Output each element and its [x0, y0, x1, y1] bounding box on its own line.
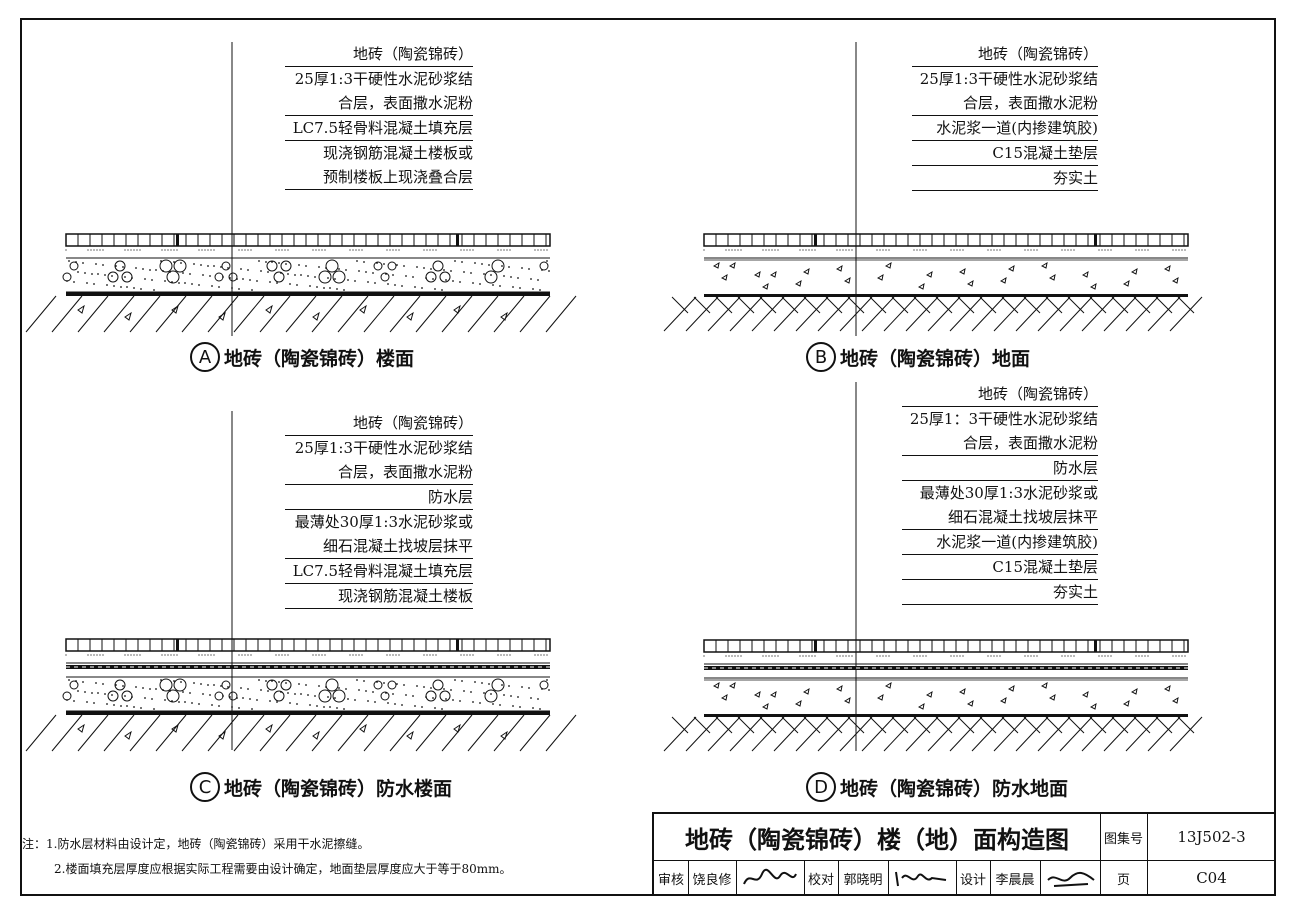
layer-label-1: 地砖（陶瓷锦砖） — [911, 42, 1098, 67]
page-number: C04 — [1196, 869, 1227, 887]
design-label: 设计 — [959, 872, 986, 888]
layer-label-3-line-1: 防水层 — [427, 488, 473, 506]
layer-label-1-line-1: 地砖（陶瓷锦砖） — [977, 45, 1098, 63]
layer-label-4-line-2: 细石混凝土找坡层抹平 — [947, 508, 1098, 526]
layer-label-3: 防水层 — [284, 485, 473, 510]
layer-label-3: 水泥浆一道(内掺建筑胶) — [911, 116, 1098, 141]
layer-label-6: 现浇钢筋混凝土楼板 — [284, 584, 473, 609]
layer-label-4-line-1: C15混凝土垫层 — [992, 144, 1098, 162]
layer-labels-b: 地砖（陶瓷锦砖） 25厚1:3干硬性水泥砂浆结合层，表面撒水泥粉水泥浆一道(内掺建… — [911, 42, 1098, 191]
section-drawing-d — [663, 382, 1203, 752]
review-label: 审核 — [657, 872, 684, 888]
layer-label-4: 最薄处30厚1:3水泥砂浆或细石混凝土找坡层抹平 — [284, 510, 473, 559]
checker-signature — [895, 871, 947, 887]
detail-d-caption: D 地砖（陶瓷锦砖）防水地面 — [806, 772, 1068, 802]
layer-label-1: 地砖（陶瓷锦砖） — [284, 42, 473, 67]
page-label: 页 — [1116, 872, 1130, 888]
checker-name: 郭晓明 — [843, 872, 883, 888]
title-block: 地砖（陶瓷锦砖）楼（地）面构造图 图集号 13J502-3 页 C04 审核 饶… — [652, 812, 1276, 896]
designer-signature — [1047, 872, 1095, 887]
reviewer-name: 饶良修 — [692, 872, 732, 888]
layer-label-1-line-1: 地砖（陶瓷锦砖） — [352, 45, 473, 63]
notes: 注：1.防水层材料由设计定，地砖（陶瓷锦砖）采用干水泥擦缝。 2.楼面填充层厚度… — [22, 832, 511, 882]
detail-a-marker: A — [190, 342, 220, 372]
layer-label-3: LC7.5轻骨料混凝土填充层 — [284, 116, 473, 141]
detail-a-title: 地砖（陶瓷锦砖）楼面 — [224, 347, 415, 370]
detail-c-title: 地砖（陶瓷锦砖）防水楼面 — [224, 777, 453, 800]
layer-label-6-line-1: C15混凝土垫层 — [992, 558, 1098, 576]
section-drawing-b — [663, 42, 1203, 336]
layer-label-4-line-2: 细石混凝土找坡层抹平 — [322, 537, 473, 555]
detail-b-caption: B 地砖（陶瓷锦砖）地面 — [806, 342, 1030, 372]
layer-label-5-line-1: 水泥浆一道(内掺建筑胶) — [936, 533, 1098, 551]
layer-label-3-line-1: LC7.5轻骨料混凝土填充层 — [292, 119, 473, 137]
layer-label-2: 25厚1：3干硬性水泥砂浆结合层，表面撒水泥粉 — [901, 407, 1098, 456]
layer-label-6-line-1: 现浇钢筋混凝土楼板 — [337, 587, 473, 605]
layer-label-4-line-1: 最薄处30厚1:3水泥砂浆或 — [294, 513, 473, 531]
drawing-title: 地砖（陶瓷锦砖）楼（地）面构造图 — [685, 825, 1069, 854]
atlas-label: 图集号 — [1103, 831, 1143, 847]
layer-label-2-line-2: 合层，表面撒水泥粉 — [337, 94, 473, 112]
designer-name: 李晨晨 — [995, 872, 1035, 888]
layer-label-3-line-1: 防水层 — [1052, 459, 1098, 477]
detail-b-marker: B — [806, 342, 836, 372]
layer-label-2-line-2: 合层，表面撒水泥粉 — [962, 94, 1098, 112]
layer-label-1-line-1: 地砖（陶瓷锦砖） — [977, 385, 1098, 403]
reviewer-signature — [743, 868, 797, 885]
check-label: 校对 — [807, 872, 834, 888]
layer-labels-c: 地砖（陶瓷锦砖） 25厚1:3干硬性水泥砂浆结合层，表面撒水泥粉防水层最薄处30厚… — [284, 411, 473, 609]
detail-c-caption: C 地砖（陶瓷锦砖）防水楼面 — [190, 772, 452, 802]
layer-label-1: 地砖（陶瓷锦砖） — [901, 382, 1098, 407]
layer-label-5-line-1: LC7.5轻骨料混凝土填充层 — [292, 562, 473, 580]
layer-label-2-line-1: 25厚1:3干硬性水泥砂浆结 — [919, 70, 1098, 88]
section-drawing-c — [25, 411, 577, 752]
layer-label-4: 现浇钢筋混凝土楼板或预制楼板上现浇叠合层 — [284, 141, 473, 190]
layer-label-4: 最薄处30厚1:3水泥砂浆或细石混凝土找坡层抹平 — [901, 481, 1098, 530]
layer-label-2: 25厚1:3干硬性水泥砂浆结合层，表面撒水泥粉 — [284, 67, 473, 116]
note-1: 注：1.防水层材料由设计定，地砖（陶瓷锦砖）采用干水泥擦缝。 — [22, 837, 370, 851]
layer-label-2: 25厚1:3干硬性水泥砂浆结合层，表面撒水泥粉 — [284, 436, 473, 485]
layer-labels-d: 地砖（陶瓷锦砖） 25厚1：3干硬性水泥砂浆结合层，表面撒水泥粉防水层最薄处30厚… — [901, 382, 1098, 605]
detail-d-marker: D — [806, 772, 836, 802]
layer-labels-a: 地砖（陶瓷锦砖） 25厚1:3干硬性水泥砂浆结合层，表面撒水泥粉 LC7.5轻骨料混… — [284, 42, 473, 190]
layer-label-2-line-1: 25厚1:3干硬性水泥砂浆结 — [294, 439, 473, 457]
layer-label-5: LC7.5轻骨料混凝土填充层 — [284, 559, 473, 584]
detail-a-caption: A 地砖（陶瓷锦砖）楼面 — [190, 342, 414, 372]
layer-label-7: 夯实土 — [901, 580, 1098, 605]
atlas-number: 13J502-3 — [1177, 828, 1246, 846]
detail-b-title: 地砖（陶瓷锦砖）地面 — [840, 347, 1031, 370]
layer-label-3-line-1: 水泥浆一道(内掺建筑胶) — [936, 119, 1098, 137]
section-drawing-a — [25, 42, 577, 336]
layer-label-3: 防水层 — [901, 456, 1098, 481]
layer-label-5: 夯实土 — [911, 166, 1098, 191]
layer-label-1: 地砖（陶瓷锦砖） — [284, 411, 473, 436]
layer-label-4-line-2: 预制楼板上现浇叠合层 — [322, 168, 473, 186]
layer-label-2-line-1: 25厚1：3干硬性水泥砂浆结 — [909, 410, 1098, 428]
layer-label-7-line-1: 夯实土 — [1052, 583, 1098, 601]
detail-d-title: 地砖（陶瓷锦砖）防水地面 — [840, 777, 1069, 800]
note-2: 2.楼面填充层厚度应根据实际工程需要由设计确定，地面垫层厚度应大于等于80mm。 — [54, 862, 512, 876]
layer-label-6: C15混凝土垫层 — [901, 555, 1098, 580]
layer-label-2-line-2: 合层，表面撒水泥粉 — [337, 463, 473, 481]
layer-label-2-line-1: 25厚1:3干硬性水泥砂浆结 — [294, 70, 473, 88]
layer-label-2-line-2: 合层，表面撒水泥粉 — [962, 434, 1098, 452]
layer-label-5: 水泥浆一道(内掺建筑胶) — [901, 530, 1098, 555]
layer-label-5-line-1: 夯实土 — [1052, 169, 1098, 187]
layer-label-1-line-1: 地砖（陶瓷锦砖） — [352, 414, 473, 432]
detail-c-marker: C — [190, 772, 220, 802]
layer-label-4-line-1: 现浇钢筋混凝土楼板或 — [322, 144, 473, 162]
layer-label-4: C15混凝土垫层 — [911, 141, 1098, 166]
layer-label-2: 25厚1:3干硬性水泥砂浆结合层，表面撒水泥粉 — [911, 67, 1098, 116]
layer-label-4-line-1: 最薄处30厚1:3水泥砂浆或 — [919, 484, 1098, 502]
drawing-frame — [20, 18, 1276, 896]
